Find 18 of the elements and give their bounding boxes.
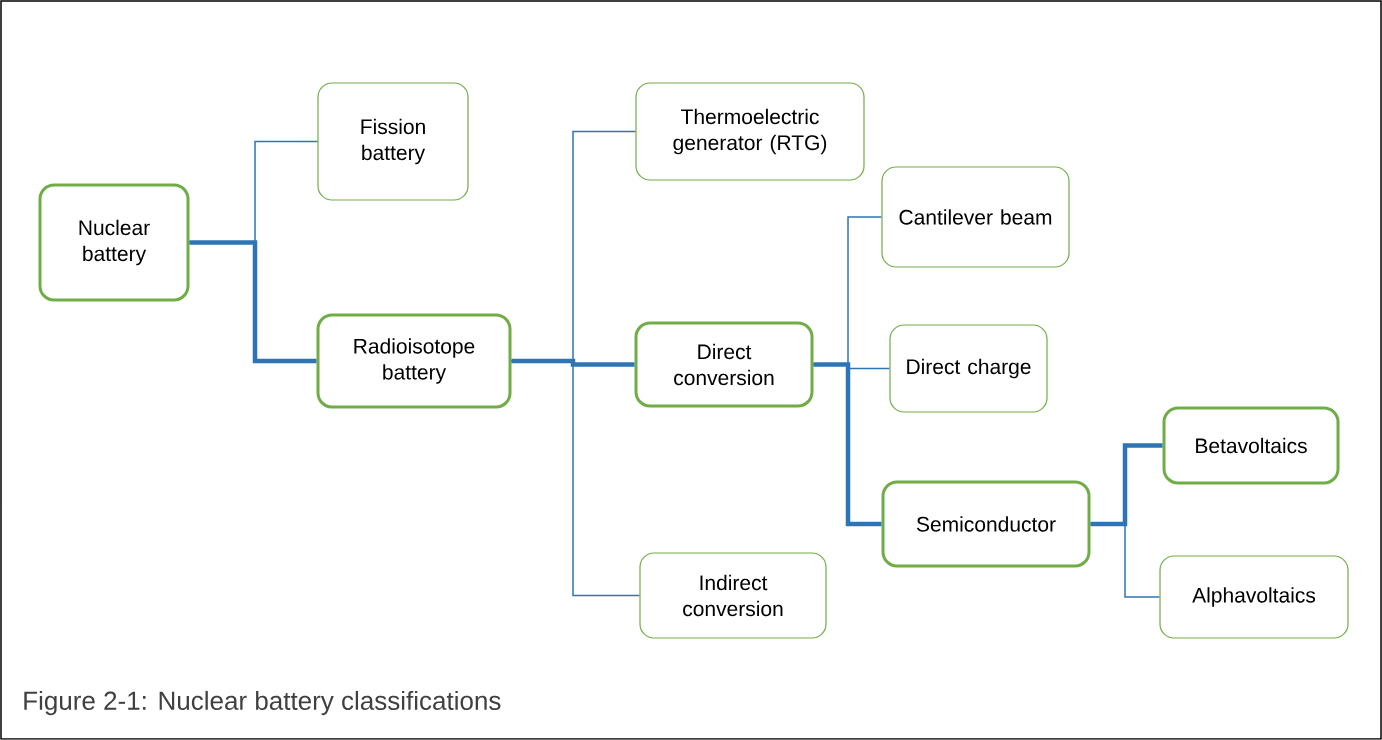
process-box: Semiconductor	[881, 480, 1091, 568]
process-box: Betavoltaics	[1162, 406, 1340, 485]
process-box: Nuclear battery	[38, 183, 190, 302]
connector	[189, 240, 317, 364]
process-box: Fission battery	[317, 82, 469, 201]
connector	[813, 362, 882, 527]
connector	[511, 358, 635, 367]
process-box: Alphavoltaics	[1159, 555, 1349, 639]
connector	[1089, 523, 1161, 598]
caption: Figure 2-1: Nuclear battery classifications	[24, 690, 501, 716]
process-box: Thermoelectric generator (RTG)	[635, 82, 865, 181]
process-box: Cantilever beam	[881, 166, 1070, 268]
connector	[510, 360, 641, 597]
process-box: Indirect conversion	[639, 552, 827, 639]
process-box: Direct conversion	[634, 321, 814, 408]
connector	[1090, 443, 1163, 527]
process-box: Radioisotope battery	[316, 313, 512, 409]
process-box: Direct charge	[889, 324, 1048, 413]
